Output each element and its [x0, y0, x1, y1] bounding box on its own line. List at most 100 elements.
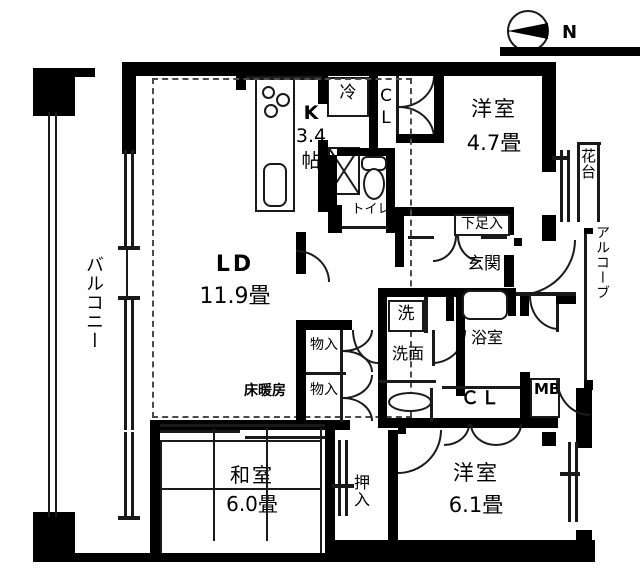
western-room-1-area: 4.7畳: [466, 131, 522, 155]
ld-right-wall-lower: [296, 320, 306, 424]
ld-window-mullion-bot: [118, 296, 140, 300]
toilet-top-wall: [337, 148, 395, 156]
kitchen-label-k: K: [303, 102, 319, 124]
oshiire-sliding-mullion: [332, 484, 354, 488]
ld-left-partition-a: [124, 150, 127, 246]
kitchen-top-nub: [236, 62, 246, 90]
washroom-left-wall: [378, 288, 387, 418]
structural-column-top-left: [33, 68, 75, 116]
closet-top-label-c: C: [380, 86, 392, 106]
storage-divider: [306, 372, 346, 375]
ld-room-area: 11.9畳: [199, 284, 271, 309]
stove-burner-3: [264, 104, 278, 118]
cl-mid-swing-1: [444, 424, 470, 446]
genkan-door-panel-right: [481, 236, 507, 239]
tatami-line-h0: [160, 440, 320, 442]
oshiire-sliding-a: [338, 440, 341, 516]
ld-left-partition-c: [124, 300, 127, 430]
balcony-label: バルコニー: [83, 255, 104, 350]
jp-window-mullion: [118, 516, 140, 520]
toilet-bowl: [363, 168, 385, 200]
balcony-rail-inner: [55, 112, 57, 517]
tatami-line-v1: [213, 428, 215, 541]
alcove-boundary: [584, 234, 587, 380]
w2-window-b: [575, 442, 578, 522]
corridor-nub-b: [556, 296, 576, 304]
ld-room-name: LD: [215, 252, 255, 277]
bath-left-nub: [446, 297, 454, 321]
bottom-wall-right: [325, 540, 595, 562]
cl-mid-swing-3: [496, 424, 522, 446]
jp-window-b: [131, 432, 134, 520]
front-door-threshold: [514, 292, 576, 296]
corridor-nub-a: [520, 296, 529, 316]
oshiire-right-wall: [388, 430, 398, 542]
stove-burner-1: [262, 86, 275, 99]
cl-folding-divider: [396, 76, 399, 134]
compass-svg: [507, 10, 549, 52]
toilet-left-wall: [328, 155, 337, 215]
compass-underline: [500, 47, 640, 56]
tatami-line-v2: [266, 428, 268, 541]
stove-burner-2: [276, 93, 290, 107]
genkan-top-wall: [404, 207, 504, 216]
structural-column-bottom-left: [33, 512, 75, 562]
ld-window-mullion-top: [118, 246, 140, 250]
cl-mid-swing-2: [470, 424, 496, 446]
cl-left-wall-b: [369, 112, 378, 156]
kitchen-right-wall: [318, 140, 328, 212]
cl-bottom-wall: [396, 134, 434, 143]
cl-left-wall: [369, 62, 378, 112]
top-wall-main: [122, 62, 542, 76]
jp-fusuma-panel-a: [160, 430, 240, 433]
kitchen-upper-partition: [318, 62, 328, 104]
balcony-rail-outer: [48, 112, 50, 517]
toilet-label: トイレ: [351, 202, 391, 217]
floor-heating-label: 床暖房: [244, 383, 286, 399]
oshiire-sliding-b: [345, 440, 348, 516]
bottom-wall-left: [75, 553, 325, 562]
genkan-door-panel-left: [408, 236, 434, 239]
shoe-cabinet-label: 下足入: [461, 216, 503, 232]
japanese-room-area: 6.0畳: [226, 492, 278, 516]
shoe-cabinet-box: [454, 214, 510, 236]
kitchen-unit: 帖: [301, 150, 321, 172]
kitchen-sink: [263, 163, 287, 207]
washer-label: 洗: [397, 304, 415, 324]
refrigerator-space: [327, 77, 369, 117]
cl-mid-bottom-wall: [378, 418, 558, 428]
flower-stand-label: 花台: [579, 148, 597, 180]
toilet-lower-left-wall: [328, 205, 342, 233]
genkan-right-wall-bot: [504, 255, 514, 287]
western-room-1-name: 洋室: [471, 97, 517, 121]
washroom-basin: [388, 392, 432, 412]
storage-top-wall: [296, 320, 352, 330]
corridor-door-swing-b: [529, 296, 559, 330]
compass-label: N: [562, 22, 578, 43]
w2-window-mullion: [560, 472, 580, 476]
top-wall-a: [75, 68, 95, 77]
japanese-room-left-wall: [150, 428, 160, 553]
cl-mid-left-edge: [430, 388, 433, 422]
oshiire-left-wall: [325, 430, 335, 542]
jp-window-a: [124, 432, 127, 520]
right-wall-alcove-bottom: [542, 432, 556, 446]
washroom-door-panel: [432, 330, 435, 366]
western-room-2-area: 6.1畳: [448, 493, 504, 517]
kitchen-left-wall: [122, 62, 136, 154]
washroom-label: 洗面: [391, 344, 424, 363]
flower-stand-outline-b: [597, 142, 600, 222]
compass-north-icon: [505, 8, 575, 58]
ld-floor-heating-zone: [152, 78, 412, 418]
cl-mid-top-line: [442, 386, 522, 389]
washroom-top-wall: [378, 288, 456, 297]
closet-top-label-l: L: [381, 108, 391, 128]
meter-box-rect: [530, 378, 560, 418]
right-wall-nub: [584, 228, 593, 234]
mb-left-wall: [520, 372, 530, 422]
w1-window-b: [567, 150, 570, 222]
storage-2-label: 物入: [310, 382, 338, 398]
toilet-right-wall: [386, 155, 395, 233]
washroom-partition: [424, 297, 428, 333]
